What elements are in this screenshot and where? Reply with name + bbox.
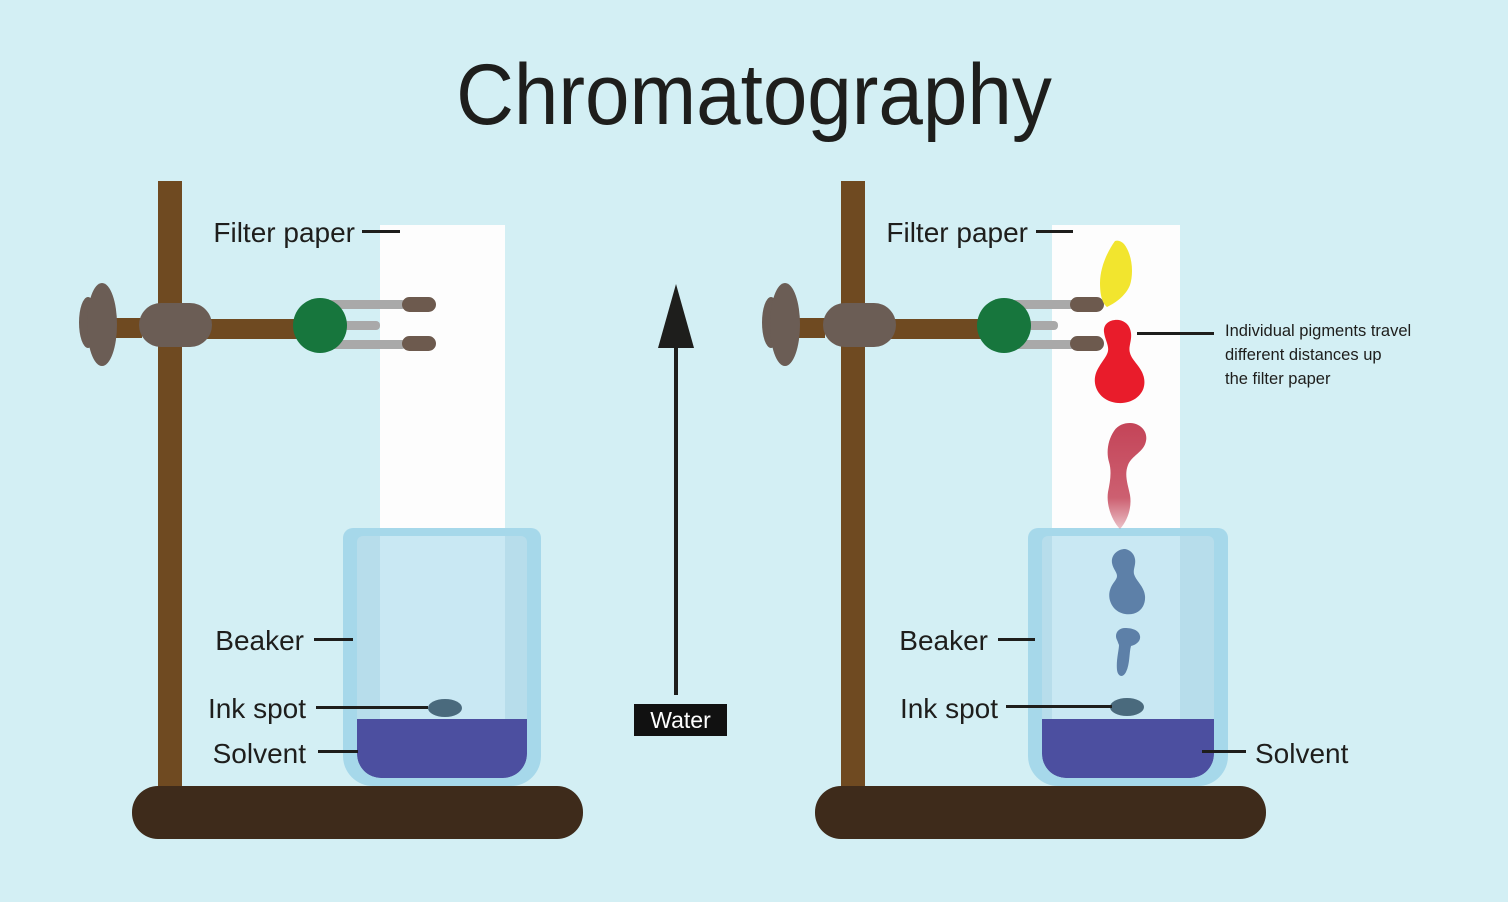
left-beaker-liquid-area [357,536,527,778]
left-ink-spot [428,699,462,717]
left-solvent-line [318,750,358,753]
water-label: Water [650,706,711,733]
right-clamp-prong-top [1002,300,1082,309]
right-solvent-line [1202,750,1246,753]
right-stand-rod [841,181,865,801]
right-solvent [1042,719,1214,778]
right-prong-tip-top [1070,297,1104,312]
left-solvent-label: Solvent [212,738,306,769]
pigment-darkred-streak [1107,423,1147,529]
right-ink-spot-line [1006,705,1112,708]
left-clamp-prong-top [318,300,406,309]
right-clamp-arm [890,319,985,339]
annotation-line-2: different distances up [1225,346,1382,364]
right-beaker-label: Beaker [899,625,988,656]
left-clamp-knob [293,298,347,353]
right-stand-base [815,786,1266,839]
left-clamp-prong-bottom [318,340,406,349]
right-ink-spot [1110,698,1144,716]
annotation-pointer-line [1137,332,1214,335]
up-arrow-shaft [674,346,678,695]
left-beaker [343,528,541,786]
left-filter-paper-label: Filter paper [213,217,355,248]
up-arrow-icon [658,284,694,348]
left-beaker-line [314,638,353,641]
page-title: Chromatography [456,47,1052,143]
right-ink-spot-label: Ink spot [899,693,998,724]
right-beaker-line [998,638,1035,641]
left-clamp-arm [205,319,300,339]
left-prong-tip-top [402,297,436,312]
left-clamp-connector [112,318,142,338]
pigment-yellow-spot [1100,240,1132,307]
left-wing-nut [87,283,117,366]
pigments-annotation: Individual pigments travel different dis… [1225,319,1475,391]
left-ink-spot-line [316,706,428,709]
right-clamp-knob [977,298,1031,353]
left-clamp-prong-middle [318,321,380,330]
annotation-line-1: Individual pigments travel [1225,322,1412,340]
right-clamp-body [823,303,896,347]
left-prong-tip-bottom [402,336,436,351]
annotation-line-3: the filter paper [1225,370,1331,388]
left-stand-base [132,786,583,839]
left-solvent [357,719,527,778]
right-solvent-label: Solvent [1255,738,1349,769]
right-filter-paper-line [1036,230,1073,233]
right-beaker-liquid-area [1042,536,1214,778]
left-clamp-body [139,303,212,347]
right-filter-paper-label: Filter paper [886,217,1028,248]
pigment-blue-spot-2 [1115,628,1141,676]
left-filter-paper [380,225,505,531]
right-clamp-prong-bottom [1002,340,1082,349]
water-label-box: Water [634,704,727,736]
right-wing-nut [770,283,800,366]
right-clamp-connector [795,318,825,338]
left-filter-paper-line [362,230,400,233]
pigment-blue-spot-1 [1109,549,1146,615]
left-stand-rod [158,181,182,801]
left-ink-spot-label: Ink spot [207,693,306,724]
right-prong-tip-bottom [1070,336,1104,351]
pigment-red-spot [1094,319,1145,404]
left-beaker-label: Beaker [215,625,304,656]
